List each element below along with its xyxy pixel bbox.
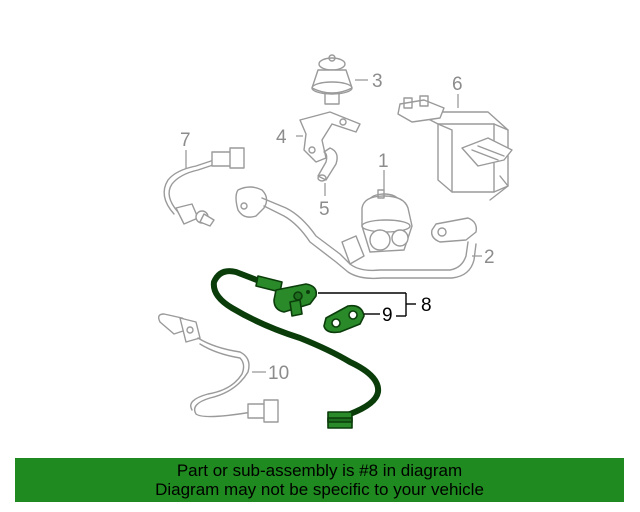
- part-2-egr-pipe[interactable]: [235, 186, 478, 280]
- banner-disclaimer: Diagram may not be specific to your vehi…: [155, 480, 484, 499]
- part-4-bracket[interactable]: [299, 111, 361, 163]
- callout-9[interactable]: 9: [382, 305, 393, 326]
- part-5-vacuum-hose[interactable]: [317, 147, 338, 182]
- info-banner: Part or sub-assembly is #8 in diagram Di…: [15, 458, 624, 502]
- part-10-downstream-oxygen-sensor[interactable]: [157, 313, 279, 423]
- callout-1[interactable]: 1: [378, 151, 389, 172]
- callout-4[interactable]: 4: [276, 127, 287, 148]
- part-6-charcoal-canister[interactable]: [397, 95, 513, 201]
- parts-diagram: 3 4 5 6 7: [157, 54, 513, 429]
- callout-5[interactable]: 5: [319, 199, 330, 220]
- part-7-upstream-oxygen-sensor[interactable]: [163, 147, 245, 227]
- part-8-oxygen-sensor-highlighted[interactable]: [210, 268, 382, 429]
- callout-3[interactable]: 3: [372, 71, 383, 92]
- leader-8-bracket: [318, 292, 416, 317]
- part-1-egr-valve[interactable]: [361, 189, 413, 253]
- callout-2[interactable]: 2: [484, 247, 495, 268]
- banner-part-note: Part or sub-assembly is #8 in diagram: [176, 461, 463, 480]
- callout-8[interactable]: 8: [421, 295, 432, 316]
- callout-6[interactable]: 6: [452, 74, 463, 95]
- callout-7[interactable]: 7: [180, 130, 191, 151]
- part-3-egr-modulator[interactable]: [311, 54, 353, 105]
- callout-10[interactable]: 10: [268, 363, 289, 384]
